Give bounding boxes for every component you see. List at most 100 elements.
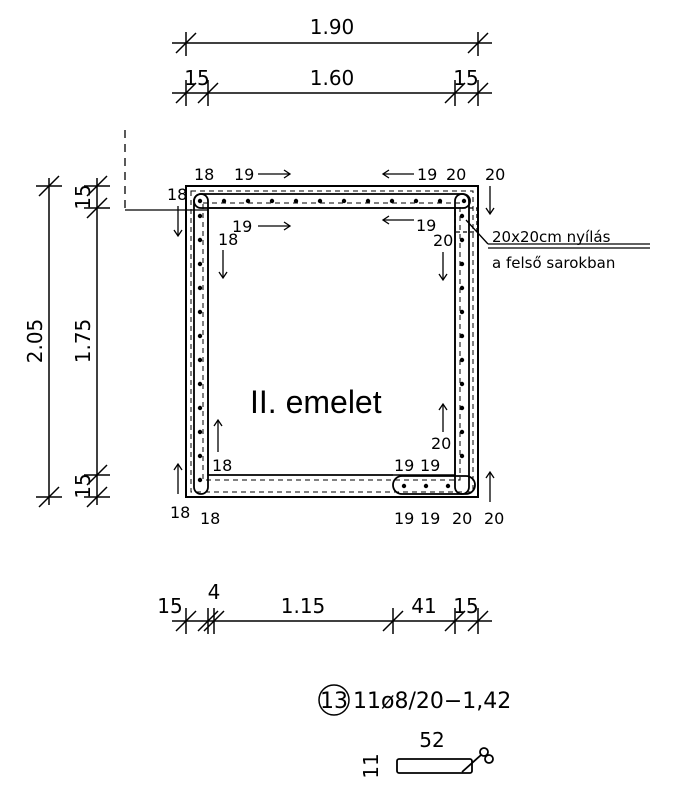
- label-18-bottom: 18: [200, 509, 220, 528]
- label-19-inner-left: 19: [232, 217, 252, 236]
- rebar-dot: [461, 198, 467, 204]
- dim-left-bottom: 15: [71, 473, 95, 498]
- label-20-bottom-outer: 20: [484, 509, 504, 528]
- dim-bottom-1: 15: [157, 594, 182, 618]
- rebar-dot: [459, 453, 465, 459]
- arrow-down-icon: [218, 250, 228, 280]
- rebar-dot: [459, 213, 465, 219]
- bar-labels: 18 19 19 20 20 18 19 19 18 20 18 20 19 1…: [167, 165, 505, 528]
- label-20-lower-inner: 20: [431, 434, 451, 453]
- left-dimension-inner: [84, 175, 110, 508]
- stirrup-dashed-lines: [190, 190, 474, 493]
- dim-top-right: 15: [453, 66, 478, 90]
- top-dimension-overall: [172, 32, 492, 56]
- dim-bottom-4: 41: [411, 594, 436, 618]
- rebar-dot: [389, 198, 395, 204]
- rebar-dot: [197, 333, 203, 339]
- rebar-dot: [197, 477, 203, 483]
- rebar-dot: [459, 309, 465, 315]
- rebar-spec: 11ø8/20−1,42: [353, 689, 511, 714]
- rebar-dot: [197, 261, 203, 267]
- dim-top-left: 15: [184, 66, 209, 90]
- label-19-bottom-d: 19: [420, 509, 440, 528]
- dim-bottom-5: 15: [453, 594, 478, 618]
- direction-arrows: [173, 169, 495, 502]
- rebar-dot: [197, 285, 203, 291]
- rebar-dot: [459, 237, 465, 243]
- rebar-dot: [245, 198, 251, 204]
- rebar-dot: [197, 429, 203, 435]
- left-dimension-overall: [36, 175, 62, 508]
- arrow-left-icon: [381, 169, 414, 179]
- rebar-dot: [197, 381, 203, 387]
- rebar-shape: [396, 747, 494, 774]
- rebar-dot: [459, 333, 465, 339]
- rebar-bends: [193, 193, 476, 495]
- rebar-dot: [459, 285, 465, 291]
- rebar-dots: [197, 198, 467, 489]
- rebar-dot: [365, 198, 371, 204]
- dim-top-mid: 1.60: [310, 66, 355, 90]
- rebar-dot: [401, 483, 407, 489]
- dim-left-top: 15: [71, 184, 95, 209]
- rebar-dot: [197, 453, 203, 459]
- label-20-top-outer: 20: [485, 165, 505, 184]
- opening-note-line2: a felső sarokban: [492, 254, 615, 272]
- label-20-bottom: 20: [452, 509, 472, 528]
- label-19-top-right: 19: [417, 165, 437, 184]
- floor-label: II. emelet: [250, 384, 382, 420]
- rebar-dot: [459, 357, 465, 363]
- rebar-dot: [341, 198, 347, 204]
- rebar-dot: [269, 198, 275, 204]
- rebar-dot: [197, 357, 203, 363]
- rebar-dot: [459, 405, 465, 411]
- rebar-height: 11: [359, 753, 383, 778]
- rebar-dot: [197, 237, 203, 243]
- wall-inner: [207, 207, 456, 476]
- label-19-inner-right: 19: [416, 216, 436, 235]
- rebar-dot: [197, 198, 203, 204]
- rebar-dot: [293, 198, 299, 204]
- top-dimension-inner: [172, 80, 492, 106]
- rebar-mark-number: 13: [320, 689, 348, 714]
- label-19-bottom-c: 19: [394, 509, 414, 528]
- arrow-up-icon: [173, 462, 183, 494]
- rebar-dot: [459, 381, 465, 387]
- dim-top-total: 1.90: [310, 15, 355, 39]
- bottom-dimension-chain: [172, 608, 492, 634]
- arrow-up-icon: [213, 418, 223, 452]
- arrow-left-icon: [381, 215, 414, 225]
- rebar-dot: [197, 213, 203, 219]
- arrow-down-icon: [173, 206, 183, 238]
- corner-opening: [454, 207, 650, 245]
- opening-note-line1: 20x20cm nyílás: [492, 228, 611, 246]
- label-18-left: 18: [167, 185, 187, 204]
- arrow-up-icon: [485, 470, 495, 502]
- dim-left-total: 2.05: [23, 319, 47, 364]
- rebar-dot: [317, 198, 323, 204]
- label-18-inner: 18: [218, 230, 238, 249]
- dim-bottom-2: 4: [208, 580, 221, 604]
- rebar-dot: [459, 261, 465, 267]
- rebar-dot: [413, 198, 419, 204]
- rebar-dot: [197, 309, 203, 315]
- rebar-dot: [459, 429, 465, 435]
- label-19-bottom-b: 19: [420, 456, 440, 475]
- arrow-right-icon: [258, 169, 292, 179]
- rebar-mark: 13: [318, 684, 350, 716]
- rebar-length: 52: [419, 728, 444, 752]
- rebar-dot: [423, 483, 429, 489]
- label-18-top: 18: [194, 165, 214, 184]
- label-18-bottom-inner: 18: [212, 456, 232, 475]
- rebar-dot: [197, 405, 203, 411]
- arrow-down-icon: [438, 252, 448, 282]
- rebar-dot: [437, 198, 443, 204]
- label-20-top: 20: [446, 165, 466, 184]
- arrow-right-icon: [258, 221, 292, 231]
- arrow-up-icon: [438, 402, 448, 432]
- label-18-bottom-left: 18: [170, 503, 190, 522]
- rebar-dot: [445, 483, 451, 489]
- label-20-inner: 20: [433, 231, 453, 250]
